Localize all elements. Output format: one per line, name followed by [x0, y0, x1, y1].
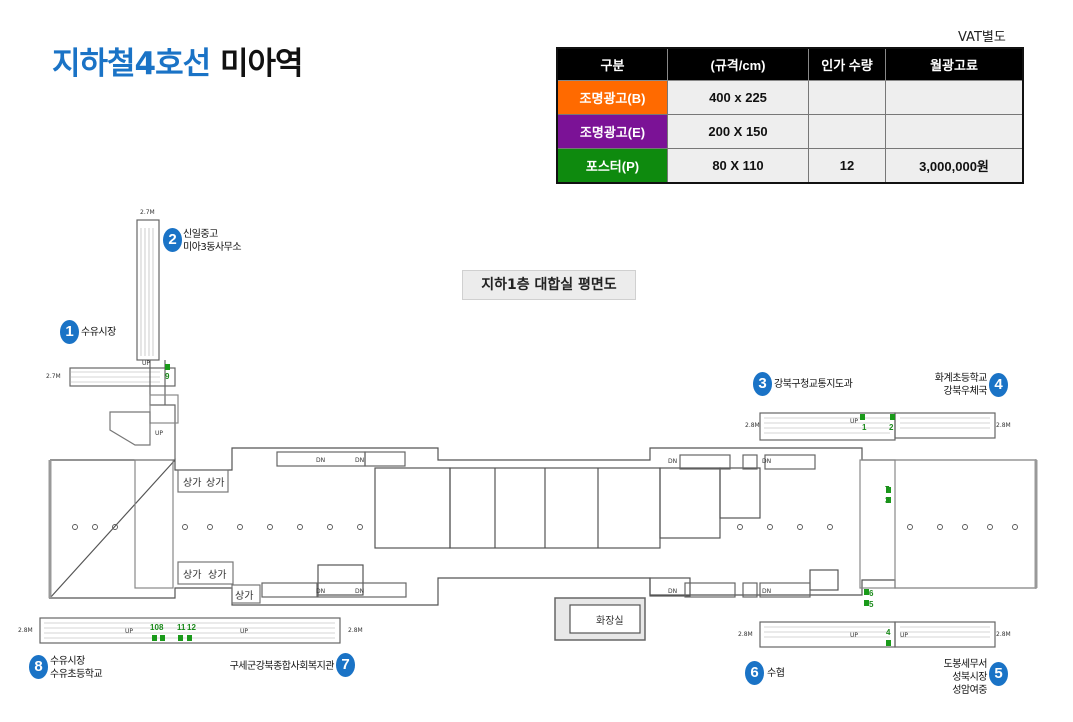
up-mark: UP [142, 360, 151, 367]
table-row: 포스터(P) 80 X 110 12 3,000,000원 [556, 148, 1024, 184]
page-title: 지하철4호선 미아역 [52, 38, 304, 83]
header-qty: 인가 수량 [808, 47, 886, 81]
exit-5-badge: 5 [989, 662, 1008, 686]
ad-qty-cell: 12 [808, 148, 886, 184]
up-mark: UP [850, 632, 859, 639]
station-name: 미아역 [219, 46, 304, 82]
poster-marker [187, 635, 192, 641]
up-mark: UP [155, 430, 164, 437]
poster-tag: 8 [159, 623, 164, 632]
stair-width: 2.8M [348, 627, 363, 634]
dn-mark: DN [668, 458, 678, 465]
stair-width: 2.7M [46, 373, 61, 380]
dn-mark: DN [762, 458, 772, 465]
dn-mark: DN [762, 588, 772, 595]
price-table: 구분 (규격/cm) 인가 수량 월광고료 조명광고(B) 400 x 225 … [556, 47, 1024, 184]
ad-size-cell: 200 X 150 [667, 114, 809, 149]
table-row: 조명광고(E) 200 X 150 [556, 114, 1024, 149]
shop-label: 상가 [183, 478, 202, 489]
stair-width: 2.8M [738, 631, 753, 638]
exit-6-badge: 6 [745, 661, 764, 685]
ad-fee-cell [885, 114, 1024, 149]
ad-type-cell: 조명광고(E) [556, 114, 668, 149]
poster-tag: 3 [885, 496, 890, 505]
exit-2-badge: 2 [163, 228, 182, 252]
exit-7-badge: 7 [336, 653, 355, 677]
stair-width: 2.8M [996, 631, 1011, 638]
poster-marker [890, 414, 895, 420]
header-fee: 월광고료 [885, 47, 1024, 81]
dn-mark: DN [355, 457, 365, 464]
ad-size-cell: 80 X 110 [667, 148, 809, 184]
exit-3-badge: 3 [753, 372, 772, 396]
poster-tag: 2 [889, 423, 894, 432]
table-row: 조명광고(B) 400 x 225 [556, 80, 1024, 115]
poster-tag: 7 [885, 485, 890, 494]
exit-1-badge: 1 [60, 320, 79, 344]
dn-mark: DN [355, 588, 365, 595]
exit-3-label: 강북구청교통지도과 [774, 379, 853, 390]
ad-size-cell: 400 x 225 [667, 80, 809, 115]
exit-4-badge: 4 [989, 373, 1008, 397]
plan-title: 지하1층 대합실 평면도 [462, 270, 636, 300]
poster-marker [178, 635, 183, 641]
exit-6-label: 수협 [767, 668, 785, 679]
ad-fee-cell: 3,000,000원 [885, 148, 1024, 184]
poster-tag: 12 [187, 623, 196, 632]
shop-label: 상가 [235, 591, 254, 602]
restroom-label: 화장실 [596, 616, 624, 627]
stair-width: 2.8M [996, 422, 1011, 429]
exit-7-label: 구세군강북종합사회복지관 [229, 661, 335, 672]
dn-mark: DN [316, 588, 326, 595]
ad-qty-cell [808, 80, 886, 115]
poster-marker [864, 600, 869, 606]
stair-width: 2.8M [18, 627, 33, 634]
poster-tag: 11 [177, 623, 186, 632]
shop-label: 상가 [208, 570, 227, 581]
concourse-outline [48, 447, 1037, 606]
poster-marker [860, 414, 865, 420]
shop-label: 상가 [206, 478, 225, 489]
line-name: 지하철4호선 [52, 46, 211, 82]
stair-width: 2.8M [745, 422, 760, 429]
ad-type-cell: 조명광고(B) [556, 80, 668, 115]
ad-qty-cell [808, 114, 886, 149]
poster-marker [864, 589, 869, 595]
up-mark: UP [850, 418, 859, 425]
poster-marker [886, 487, 891, 493]
poster-marker [160, 635, 165, 641]
up-mark: UP [240, 628, 249, 635]
poster-tag: 4 [886, 628, 891, 637]
up-mark: UP [900, 632, 909, 639]
ad-fee-cell [885, 80, 1024, 115]
shop-label: 상가 [183, 570, 202, 581]
poster-marker [886, 640, 891, 646]
exit-8-badge: 8 [29, 655, 48, 679]
poster-tag: 10 [150, 623, 159, 632]
up-mark: UP [125, 628, 134, 635]
dn-mark: DN [668, 588, 678, 595]
poster-tag: 6 [869, 589, 874, 598]
poster-tag: 1 [862, 423, 867, 432]
stair-width: 2.7M [140, 209, 155, 216]
vat-note: VAT별도 [958, 30, 1006, 45]
poster-tag: 9 [165, 372, 170, 381]
ad-type-cell: 포스터(P) [556, 148, 668, 184]
poster-marker [165, 364, 170, 370]
exit-1-label: 수유시장 [81, 327, 116, 338]
poster-marker [886, 497, 891, 503]
poster-tag: 5 [869, 600, 874, 609]
price-table-header: 구분 (규격/cm) 인가 수량 월광고료 [556, 47, 1024, 81]
dn-mark: DN [316, 457, 326, 464]
poster-marker [152, 635, 157, 641]
